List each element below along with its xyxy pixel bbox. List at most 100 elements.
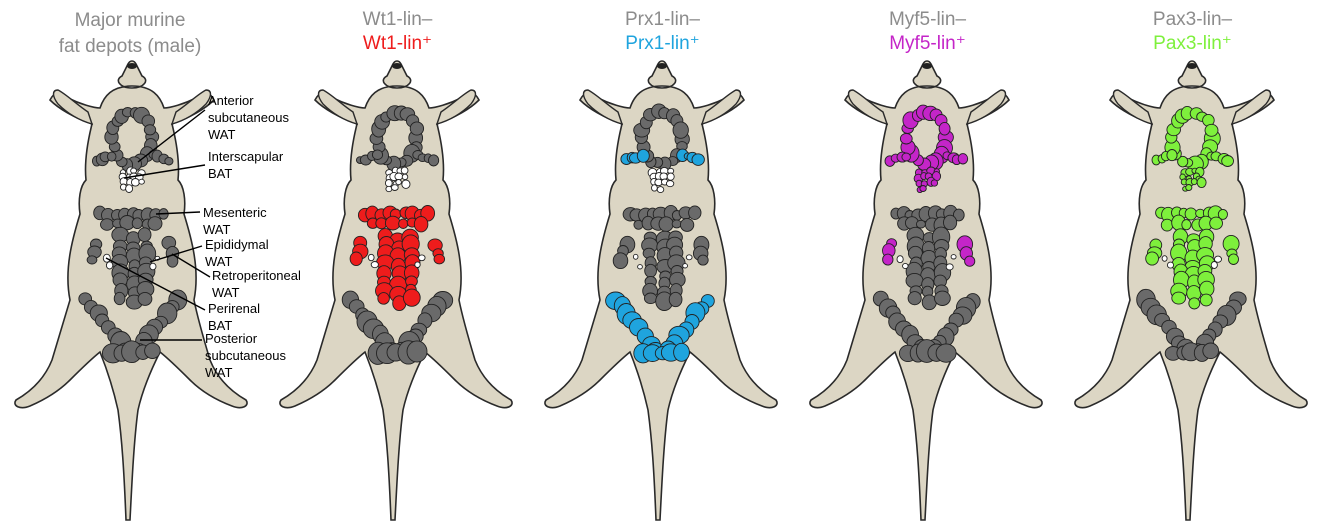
interscapular-bat-lobule xyxy=(931,180,937,186)
retroperitoneal-wat-lobule xyxy=(883,254,893,265)
perirenal-bat-lobule xyxy=(106,262,112,269)
epididymal-wat-lobule xyxy=(1200,294,1212,306)
posterior-wat-lobule xyxy=(1203,343,1219,359)
interscapular-bat-lobule xyxy=(139,179,145,184)
interscapular-bat-lobule xyxy=(666,181,673,187)
posterior-wat-lobule xyxy=(936,344,956,362)
nose xyxy=(392,63,402,69)
label-mesenteric-wat: Mesenteric WAT xyxy=(203,204,267,238)
interscapular-bat-lobule xyxy=(402,174,408,179)
anterior-wat-lobule xyxy=(1167,150,1177,161)
mouse-illustration xyxy=(265,0,530,527)
mesenteric-wat-lobule xyxy=(1182,220,1191,230)
interscapular-bat-lobule xyxy=(396,180,402,185)
anterior-wat-lobule xyxy=(429,155,439,166)
perirenal-bat-lobule xyxy=(150,263,156,270)
mesenteric-wat-lobule xyxy=(689,206,701,220)
nose xyxy=(127,63,137,69)
epididymal-wat-lobule xyxy=(935,291,951,305)
epididymal-wat-lobule xyxy=(908,292,921,305)
interscapular-bat-lobule xyxy=(395,173,403,180)
anterior-wat-lobule xyxy=(1205,124,1218,136)
interscapular-bat-lobule xyxy=(667,173,674,180)
anterior-wat-lobule xyxy=(144,125,155,135)
perirenal-bat-lobule xyxy=(903,263,909,268)
mesenteric-wat-lobule xyxy=(944,215,957,230)
mesenteric-wat-lobule xyxy=(680,218,693,231)
epididymal-wat-lobule xyxy=(114,292,125,304)
interscapular-bat-lobule xyxy=(126,185,133,193)
interscapular-bat-lobule xyxy=(131,179,139,187)
interscapular-bat-lobule xyxy=(402,180,410,188)
epididymal-wat-lobule xyxy=(1189,298,1200,309)
anterior-wat-lobule xyxy=(692,154,704,166)
perirenal-bat-lobule xyxy=(686,255,692,260)
interscapular-bat-lobule xyxy=(1197,177,1206,187)
mesenteric-wat-lobule xyxy=(1210,217,1223,229)
mesenteric-wat-lobule xyxy=(1185,208,1197,220)
perirenal-bat-lobule xyxy=(638,265,643,269)
perirenal-bat-lobule xyxy=(368,254,374,260)
panel-pax3: Pax3-lin– Pax3-lin⁺ xyxy=(1060,0,1325,527)
interscapular-bat-lobule xyxy=(1191,179,1197,185)
anterior-wat-lobule xyxy=(165,157,173,165)
perirenal-bat-lobule xyxy=(419,255,426,261)
anterior-wat-lobule xyxy=(939,122,950,135)
mesenteric-wat-lobule xyxy=(1161,219,1173,231)
interscapular-bat-lobule xyxy=(385,180,392,187)
label-epididymal-wat: Epididymal WAT xyxy=(205,236,269,270)
anterior-wat-lobule xyxy=(900,133,912,144)
posterior-wat-lobule xyxy=(674,343,690,361)
interscapular-bat-lobule xyxy=(1186,185,1192,191)
posterior-wat-lobule xyxy=(145,343,161,358)
epididymal-wat-lobule xyxy=(645,264,657,277)
anterior-wat-lobule xyxy=(372,150,382,160)
epididymal-wat-lobule xyxy=(669,292,682,306)
epididymal-wat-lobule xyxy=(138,292,152,305)
mesenteric-wat-lobule xyxy=(659,217,673,232)
anterior-wat-lobule xyxy=(107,152,116,161)
mesenteric-wat-lobule xyxy=(672,220,681,228)
mesenteric-wat-lobule xyxy=(414,217,428,232)
label-perirenal-bat: Perirenal BAT xyxy=(208,300,265,334)
retroperitoneal-wat-lobule xyxy=(1146,252,1159,265)
anterior-wat-lobule xyxy=(637,149,649,162)
perirenal-bat-lobule xyxy=(1167,262,1173,268)
perirenal-bat-lobule xyxy=(415,262,420,268)
mouse-illustration xyxy=(1060,0,1325,527)
mesenteric-wat-lobule xyxy=(916,220,925,228)
mesenteric-wat-lobule xyxy=(101,219,114,231)
anterior-wat-lobule xyxy=(1222,156,1234,167)
perirenal-bat-lobule xyxy=(951,255,956,259)
epididymal-wat-lobule xyxy=(644,293,656,304)
panel-prx1: Prx1-lin– Prx1-lin⁺ xyxy=(530,0,795,527)
mesenteric-wat-lobule xyxy=(148,217,162,231)
mouse-illustration xyxy=(795,0,1060,527)
perirenal-bat-lobule xyxy=(1162,256,1167,262)
epididymal-wat-lobule xyxy=(138,228,151,242)
perirenal-bat-lobule xyxy=(946,264,953,270)
interscapular-bat-lobule xyxy=(391,185,398,191)
anterior-wat-lobule xyxy=(902,153,911,161)
retroperitoneal-wat-lobule xyxy=(965,256,975,266)
retroperitoneal-wat-lobule xyxy=(87,256,97,264)
posterior-wat-lobule xyxy=(407,341,427,362)
retroperitoneal-wat-lobule xyxy=(698,255,708,265)
epididymal-wat-lobule xyxy=(1172,292,1186,304)
epididymal-wat-lobule xyxy=(378,293,390,305)
anterior-wat-lobule xyxy=(958,154,968,164)
retroperitoneal-wat-lobule xyxy=(350,252,362,266)
interscapular-bat-lobule xyxy=(401,167,408,174)
nose xyxy=(1187,63,1197,69)
interscapular-bat-lobule xyxy=(657,187,664,193)
mouse-illustration xyxy=(530,0,795,527)
interscapular-bat-lobule xyxy=(920,186,926,192)
perirenal-bat-lobule xyxy=(683,264,688,268)
perirenal-bat-lobule xyxy=(1211,262,1217,269)
interscapular-bat-lobule xyxy=(652,185,658,191)
panel-wt1: Wt1-lin– Wt1-lin⁺ xyxy=(265,0,530,527)
mesenteric-wat-lobule xyxy=(385,216,400,230)
mesenteric-wat-lobule xyxy=(634,220,643,229)
mesenteric-wat-lobule xyxy=(399,219,408,229)
panel-overview: Major murine fat depots (male) Anterior … xyxy=(0,0,265,527)
